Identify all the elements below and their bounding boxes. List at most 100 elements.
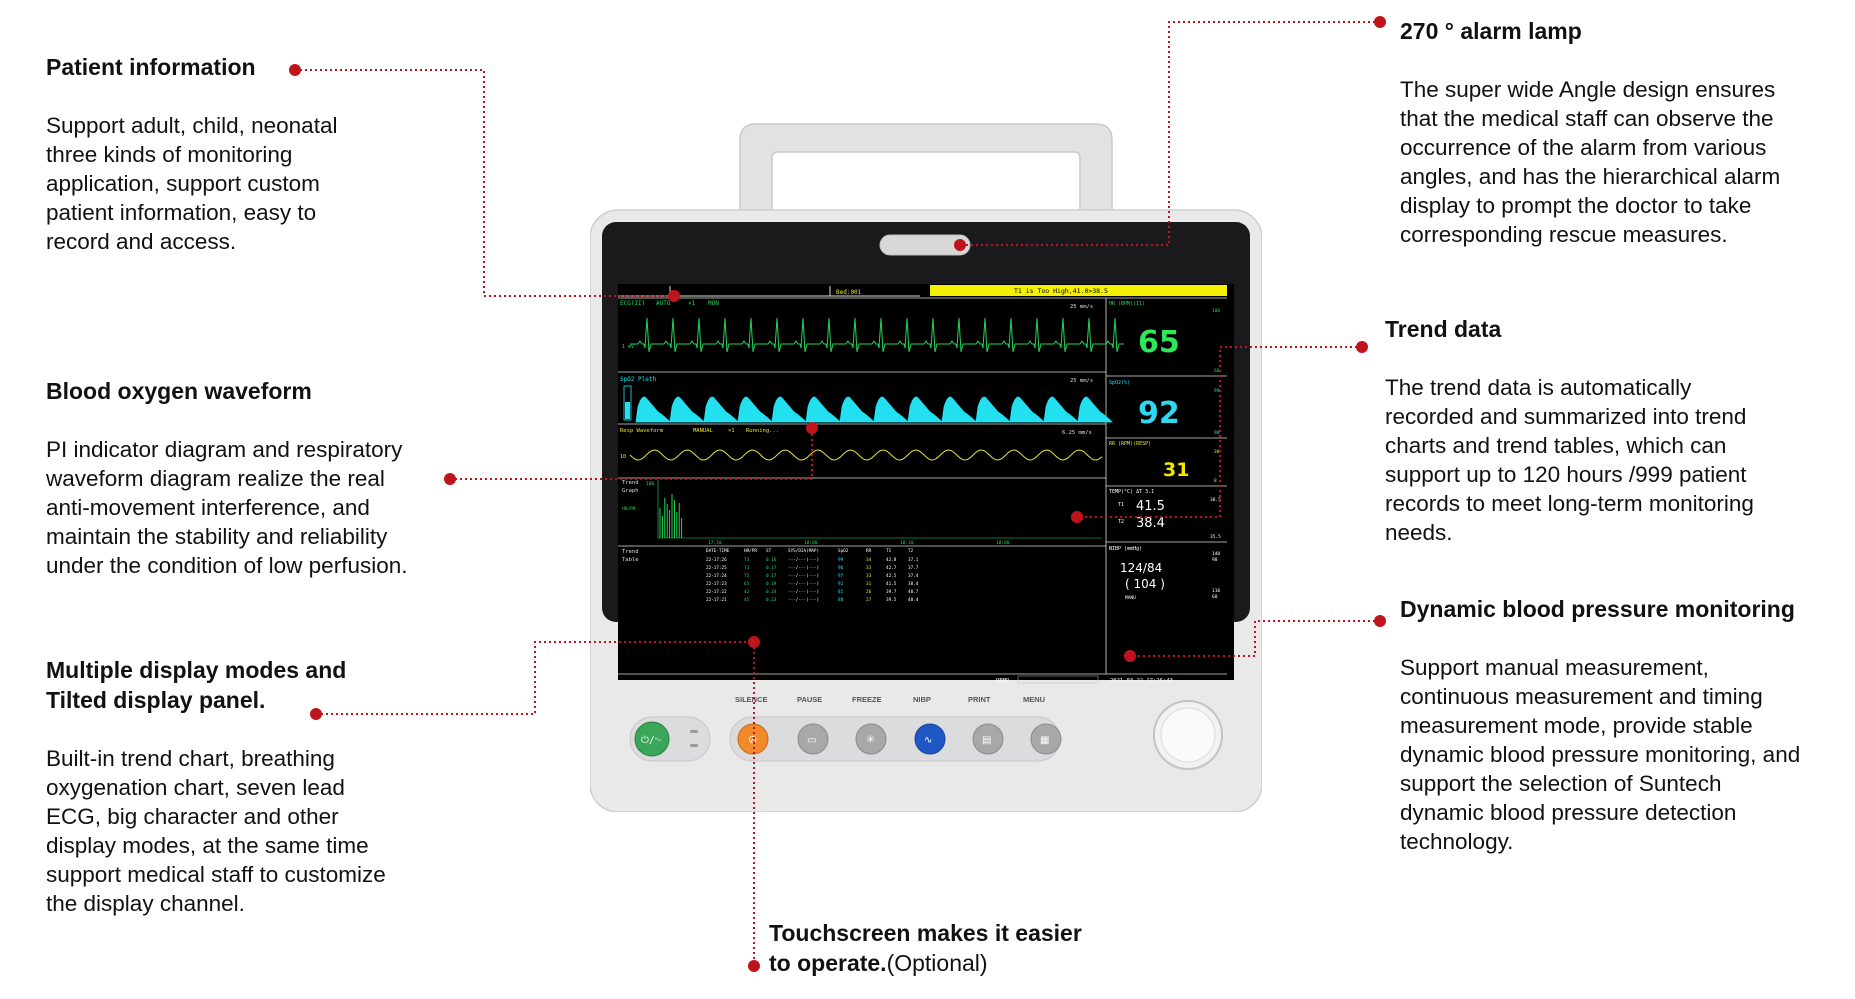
trend-table-cell: 26	[866, 589, 872, 595]
temp-label: TEMP(°C) ΔT 3.1	[1109, 489, 1154, 495]
indicator-led	[690, 744, 698, 747]
leader-dot	[1374, 615, 1386, 627]
trend-table-header: RR	[866, 548, 872, 554]
callout-nibp: Dynamic blood pressure monitoring Suppor…	[1400, 594, 1850, 856]
status-icons	[1017, 675, 1099, 684]
callout-patient-info: Patient information Support adult, child…	[46, 52, 426, 256]
function-keys-panel	[729, 716, 1061, 762]
callout-line: Support adult, child, neonatal	[46, 113, 338, 138]
hr-alarm-low: 60	[1214, 368, 1220, 374]
callout-line: PI indicator diagram and respiratory	[46, 437, 403, 462]
trend-table-cell: 37.4	[908, 573, 919, 579]
silence-icon: ⊘	[748, 733, 757, 746]
callout-line: three kinds of monitoring	[46, 142, 293, 167]
callout-title: Blood oxygen waveform	[46, 378, 312, 404]
callout-line: oxygenation chart, seven lead	[46, 775, 345, 800]
trend-table-cell: 27	[866, 597, 872, 603]
trend-table-cell: ---/---(---)	[788, 589, 819, 595]
trend-graph-time: 17:10	[708, 540, 722, 546]
trend-table-cell: 22-17:21	[706, 597, 727, 603]
key-label-print: PRINT	[968, 695, 991, 704]
nibp-alarm-low: 60	[1212, 594, 1218, 600]
callout-title-part: to operate.	[769, 950, 887, 976]
ecg-filter: MON	[708, 300, 719, 307]
trend-table-cell: 31	[866, 581, 872, 587]
callout-line: that the medical staff can observe the	[1400, 106, 1774, 131]
callout-line: corresponding rescue measures.	[1400, 222, 1728, 247]
spo2-alarm-high: 99	[1214, 388, 1220, 394]
nibp-label: NIBP (mmHg)	[1109, 546, 1142, 552]
trend-table-cell: 42.8	[886, 557, 897, 563]
callout-line: patient information, easy to	[46, 200, 317, 225]
spo2-value: 92	[1138, 396, 1180, 431]
temp-t2-label: T2	[1118, 519, 1124, 525]
callout-line: the display channel.	[46, 891, 245, 916]
trend-table-cell: 42.5	[886, 573, 897, 579]
trend-table-header: ST	[766, 548, 772, 554]
temp-t1-value: 41.5	[1136, 499, 1165, 514]
freeze-button[interactable]	[855, 723, 887, 755]
callout-trend-data: Trend data The trend data is automatical…	[1385, 314, 1825, 547]
callout-title: Trend data	[1385, 316, 1502, 342]
trend-table-cell: 99	[838, 557, 844, 563]
callout-alarm-lamp: 270 ° alarm lamp The super wide Angle de…	[1400, 16, 1840, 249]
callout-line: support the selection of Suntech	[1400, 771, 1722, 796]
callout-title: Touchscreen makes it easier	[769, 920, 1082, 946]
trend-table-label: Trend	[622, 549, 639, 555]
callout-title: 270 ° alarm lamp	[1400, 18, 1582, 44]
callout-line: Built-in trend chart, breathing	[46, 746, 335, 771]
freeze-icon: ✳	[866, 733, 875, 746]
pi-indicator	[623, 385, 632, 421]
demo-label: DEMO	[996, 678, 1009, 684]
callout-line: ECG, big character and other	[46, 804, 339, 829]
trend-table-label: Table	[622, 557, 639, 563]
trend-table-cell: 41.5	[886, 581, 897, 587]
datetime: 2021-03-22 17:26:43	[1110, 678, 1173, 684]
pause-button[interactable]	[797, 723, 829, 755]
trend-table-cell: 92	[838, 581, 844, 587]
trend-table-cell: 22-17:23	[706, 581, 727, 587]
trend-table-cell: 22-17:26	[706, 557, 727, 563]
ecg-waveform	[630, 317, 1124, 353]
callout-title: Multiple display modes and	[46, 657, 347, 683]
rr-value: 31	[1163, 459, 1189, 481]
nibp-alarm-low: 90	[1212, 557, 1218, 563]
trend-table-header: DATE-TIME	[706, 548, 730, 554]
rr-label: RR (RPM)(RESP)	[1109, 441, 1151, 447]
pleth-waveform	[635, 396, 1113, 423]
ecg-scale: 1 mV	[622, 344, 634, 350]
menu-button[interactable]	[1030, 723, 1062, 755]
resp-status: Running...	[746, 428, 779, 434]
callout-line: continuous measurement and timing	[1400, 684, 1763, 709]
rr-alarm-low: 8	[1214, 478, 1217, 484]
pleth-speed: 25 mm/s	[1070, 378, 1093, 384]
callout-line: maintain the stability and reliability	[46, 524, 388, 549]
trend-graph-label: Graph	[622, 488, 639, 494]
hr-alarm-high: 100	[1212, 308, 1220, 314]
trend-table-cell: 34	[866, 557, 872, 563]
trend-table-cell: 22-17:25	[706, 565, 727, 571]
trend-table-cell: ---/---(---)	[788, 573, 819, 579]
trend-table-cell: 0.24	[766, 589, 777, 595]
hr-label: HR (BPM)(II)	[1109, 301, 1145, 307]
trend-graph-time: 18:10	[900, 540, 914, 546]
callout-display-modes: Multiple display modes and Tilted displa…	[46, 655, 446, 918]
nibp-alarm-high: 110	[1212, 588, 1220, 594]
ecg-gain: ×1	[688, 300, 696, 307]
trend-table-cell: 97	[838, 573, 844, 579]
callout-title: Dynamic blood pressure monitoring	[1400, 596, 1795, 622]
callout-touchscreen: Touchscreen makes it easier to operate.(…	[769, 918, 1169, 978]
callout-line: dynamic blood pressure detection	[1400, 800, 1737, 825]
trend-table-cell: 0.23	[766, 597, 777, 603]
nibp-alarm-high: 140	[1212, 551, 1220, 557]
trend-table-cell: 96	[838, 565, 844, 571]
nibp-button[interactable]	[914, 723, 946, 755]
key-label-nibp: NIBP	[913, 695, 931, 704]
power-button[interactable]	[634, 721, 670, 757]
ecg-mode: AUTO	[656, 300, 671, 307]
print-button[interactable]	[972, 723, 1004, 755]
trend-table-cell: 0.17	[766, 565, 777, 571]
trend-table-cell: 65	[744, 581, 750, 587]
trend-table-cell: 37.1	[908, 557, 919, 563]
